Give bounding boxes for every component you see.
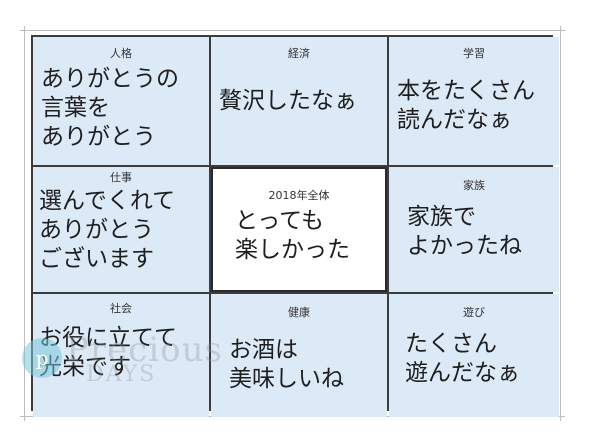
cell-year-overall: 2018年全体 とっても 楽しかった: [211, 167, 387, 292]
cell-category: 仕事: [110, 171, 132, 184]
cell-message: 本をたくさん 読んだなぁ: [397, 78, 535, 133]
cell-work: 仕事 選んでくれて ありがとう ございます: [33, 167, 209, 292]
cell-category: 家族: [463, 179, 485, 192]
cell-family: 家族 家族で よかったね: [389, 167, 559, 292]
cell-personality: 人格 ありがとうの 言葉を ありがとう: [33, 37, 209, 165]
guide-line-left: [24, 26, 25, 421]
cell-category: 健康: [288, 306, 310, 319]
cell-message: 家族で よかったね: [407, 204, 522, 259]
cell-message: ありがとうの 言葉を ありがとう: [41, 66, 179, 150]
cell-society: 社会 お役に立てて 光栄です: [33, 294, 209, 417]
cell-message: お役に立てて 光栄です: [39, 325, 177, 380]
guide-line-right: [560, 26, 561, 421]
cell-message: 贅沢したなぁ: [219, 88, 357, 114]
cell-category: 2018年全体: [268, 189, 330, 202]
guide-line-top: [20, 30, 565, 31]
cell-economy: 経済 贅沢したなぁ: [211, 37, 387, 165]
cell-category: 遊び: [463, 306, 485, 319]
cell-message: 選んでくれて ありがとう ございます: [39, 188, 176, 272]
cell-category: 社会: [110, 302, 132, 315]
cell-play: 遊び たくさん 遊んだなぁ: [389, 294, 559, 417]
cell-message: たくさん 遊んだなぁ: [405, 331, 520, 386]
cell-category: 人格: [110, 47, 132, 60]
cell-message: とっても 楽しかった: [235, 208, 350, 263]
cell-learning: 学習 本をたくさん 読んだなぁ: [389, 37, 559, 165]
mandala-grid: 人格 ありがとうの 言葉を ありがとう 経済 贅沢したなぁ 学習 本をたくさん …: [31, 35, 559, 417]
cell-category: 学習: [463, 47, 485, 60]
cell-health: 健康 お酒は 美味しいね: [211, 294, 387, 417]
cell-message: お酒は 美味しいね: [229, 337, 344, 392]
cell-category: 経済: [288, 47, 310, 60]
